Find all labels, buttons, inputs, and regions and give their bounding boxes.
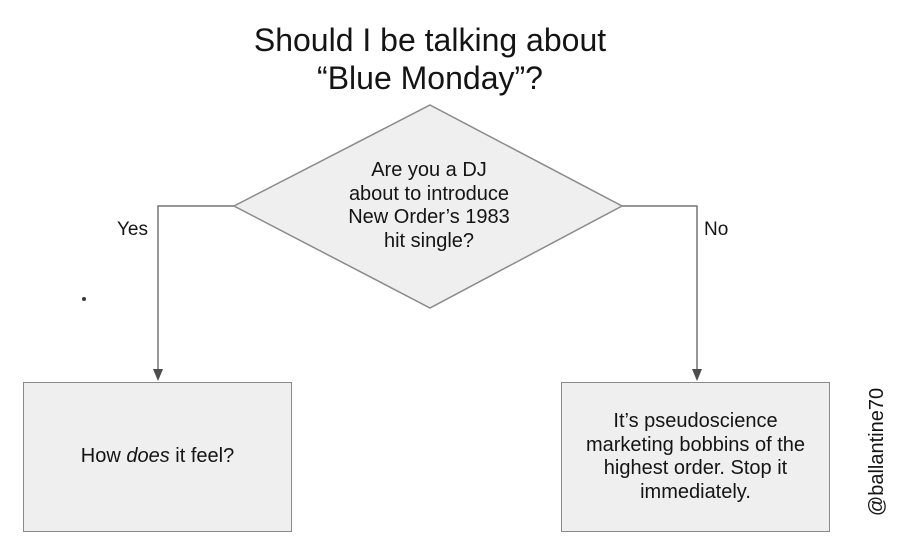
yes-branch-label: Yes xyxy=(117,219,148,240)
page-title: Should I be talking about “Blue Monday”? xyxy=(0,21,860,97)
yes-outcome-box: How does it feel? xyxy=(23,382,292,532)
no-outcome-text: It’s pseudoscience marketing bobbins of … xyxy=(586,410,805,504)
yes-arrowhead-down-icon xyxy=(153,369,163,381)
stray-dot xyxy=(82,297,86,301)
yes-outcome-text: How does it feel? xyxy=(81,445,234,469)
decision-line: Are you a DJ xyxy=(371,159,487,181)
yes-outcome-part1: How xyxy=(80,445,121,468)
yes-outcome-part3: it feel? xyxy=(175,445,235,468)
no-connector-line xyxy=(622,205,698,370)
decision-line: hit single? xyxy=(383,229,475,252)
decision-line: about to introduce xyxy=(348,182,510,205)
no-outcome-box: It’s pseudoscience marketing bobbins of … xyxy=(561,382,830,532)
decision-diamond-label: Are you a DJ about to introduce New Orde… xyxy=(279,159,579,253)
decision-line: New Order’s 1983 xyxy=(348,206,510,228)
yes-connector-line xyxy=(157,205,234,370)
no-outcome-line: marketing bobbins of the xyxy=(585,433,806,456)
page-title-line-2: “Blue Monday”? xyxy=(317,60,543,96)
no-outcome-line: It’s pseudoscience xyxy=(613,410,778,432)
watermark-handle: @ballantine70 xyxy=(866,387,888,517)
page-title-line-1: Should I be talking about xyxy=(253,22,607,58)
no-arrowhead-down-icon xyxy=(692,369,702,381)
no-outcome-line: immediately. xyxy=(640,480,751,503)
no-outcome-line: highest order. Stop it xyxy=(603,457,788,479)
no-branch-label: No xyxy=(704,219,729,240)
decision-diamond-shape xyxy=(232,104,624,309)
yes-outcome-italic-word: does xyxy=(126,445,170,468)
